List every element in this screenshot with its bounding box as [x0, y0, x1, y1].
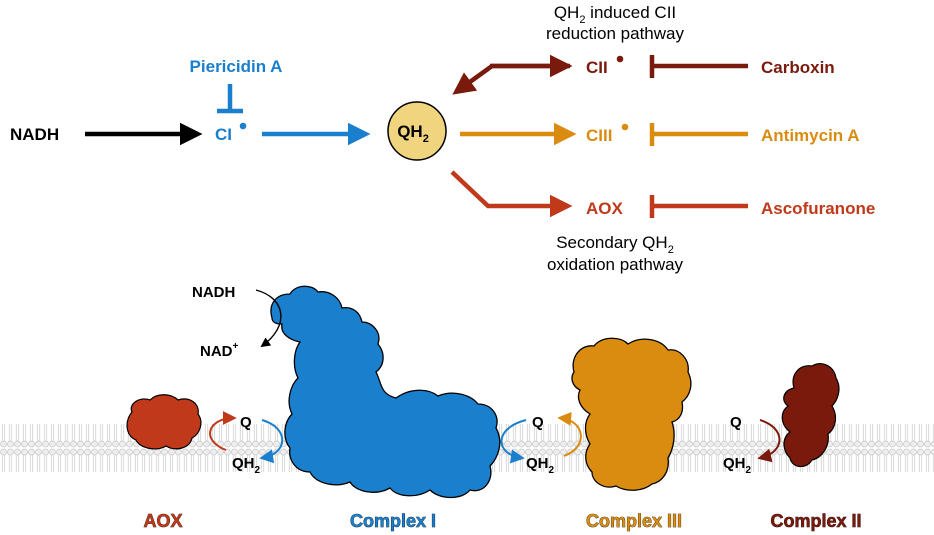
cii-reduction-note-line2: reduction pathway	[546, 24, 684, 43]
svg-text:Q: Q	[730, 414, 742, 431]
complex-iii-label: Complex III	[586, 511, 682, 531]
cii-label: CII	[586, 58, 608, 77]
complex-i-label: Complex I	[350, 511, 436, 531]
nadh-oxidation-arrow	[255, 289, 282, 348]
ciii-label: CIII	[586, 126, 612, 145]
complex-ii-label: Complex II	[770, 511, 861, 531]
svg-text:Q: Q	[240, 414, 252, 431]
complex-iii-protein	[571, 337, 692, 491]
antimycin-a-label: Antimycin A	[761, 126, 860, 145]
complex-i-protein	[270, 285, 501, 499]
pathway-scheme: NADH Piericidin A CI QH2 CII CIII AOX Ca…	[10, 3, 875, 274]
nadh-label: NADH	[10, 125, 59, 144]
piericidin-a-label: Piericidin A	[190, 57, 283, 76]
carboxin-inhibition-bar	[649, 55, 748, 78]
svg-text:QH2: QH2	[723, 455, 752, 476]
secondary-oxidation-note-line1: Secondary QH2	[556, 233, 674, 256]
qh2-pool-circle	[387, 101, 447, 161]
ci-label: CI	[215, 125, 232, 144]
svg-text:Q: Q	[532, 414, 544, 431]
cii-reduction-arrow-back	[452, 63, 570, 95]
complex-ii-protein	[781, 363, 840, 468]
piericidin-inhibition-bar	[217, 84, 243, 114]
aox-protein	[126, 394, 202, 450]
cii-radical-dot	[616, 55, 624, 63]
svg-text:QH2: QH2	[232, 455, 261, 476]
ci-radical-dot	[239, 122, 247, 130]
complex-ii-q-cycle: Q QH2	[723, 414, 781, 476]
membrane-nadh-label: NADH	[192, 284, 235, 301]
cii-reduction-note-line1: QH2 induced CII	[554, 3, 676, 26]
complex-iii-q-cycle: Q QH2	[500, 411, 582, 476]
ascofuranone-inhibition-bar	[649, 195, 748, 218]
svg-text:QH2: QH2	[526, 455, 555, 476]
secondary-oxidation-note-line2: oxidation pathway	[547, 255, 684, 274]
qh2-to-aox-arrow	[450, 170, 573, 218]
ciii-radical-dot	[621, 123, 629, 131]
qh2-label: QH2	[397, 122, 429, 145]
aox-q-cycle: Q QH2	[209, 411, 284, 476]
aox-label: AOX	[143, 511, 182, 531]
membrane-scene: NADH NAD+ Q QH2 Q QH2 Q QH2 AOX Complex …	[0, 284, 934, 531]
aox-pathway-label: AOX	[586, 199, 624, 218]
ascofuranone-label: Ascofuranone	[761, 199, 875, 218]
antimycin-inhibition-bar	[649, 123, 748, 146]
nad-plus-label: NAD+	[200, 341, 239, 360]
carboxin-label: Carboxin	[761, 58, 835, 77]
